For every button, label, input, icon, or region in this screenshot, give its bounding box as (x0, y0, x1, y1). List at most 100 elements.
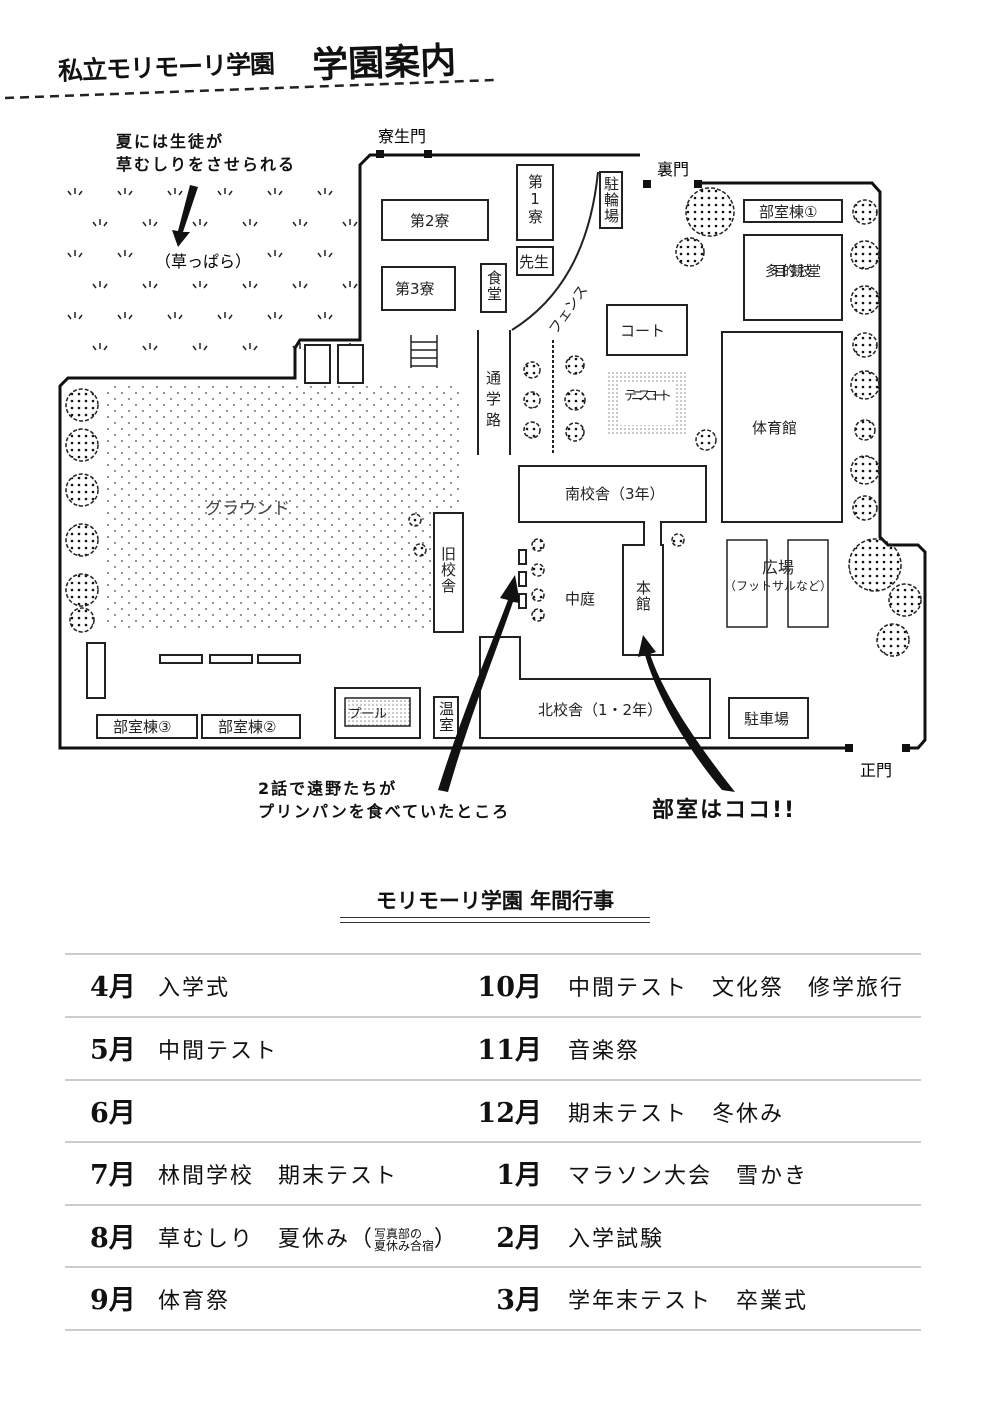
tree-icon (671, 533, 685, 547)
grass-mark (317, 312, 333, 320)
grass-mark (242, 343, 258, 351)
arrow-to-grass (172, 185, 198, 247)
tree-icon (408, 513, 422, 527)
month-label: 6月 (90, 1098, 136, 1129)
grass-mark (317, 188, 333, 196)
plaza-court-2 (787, 539, 829, 628)
tree-icon (848, 538, 902, 592)
month-label: 4月 (90, 972, 136, 1003)
back-gate-label: 裏門 (657, 160, 689, 179)
tree-icon (850, 240, 880, 270)
grass-mark (192, 343, 208, 351)
court-label: コート (620, 322, 665, 340)
main-gate-label: 正門 (860, 761, 892, 780)
tree-icon (850, 370, 880, 400)
grass-mark (117, 250, 133, 258)
event-text: 草むしり 夏休み（ (158, 1227, 375, 1252)
tree-icon (675, 237, 705, 267)
cafeteria (480, 263, 507, 313)
gym (721, 331, 843, 523)
grass-mark (142, 281, 158, 289)
club-bldg-3-label: 部室棟③ (113, 718, 171, 736)
dorm3 (381, 266, 456, 311)
grass-mark (242, 219, 258, 227)
club-bldg-1 (743, 199, 843, 223)
club-bldg-2-label: 部室棟② (218, 718, 276, 736)
month-events: 体育祭 (158, 1289, 231, 1314)
tree-icon (65, 473, 99, 507)
court (606, 304, 688, 356)
month-label: 3月 (496, 1285, 542, 1316)
grass-mark (317, 250, 333, 258)
tree-icon (852, 495, 878, 521)
month-label: 12月 (477, 1098, 542, 1129)
schedule-title: モリモーリ学園 年間行事 (375, 888, 615, 913)
episode-note-2: プリンパンを食べていたところ (258, 802, 510, 821)
grass-mark (92, 281, 108, 289)
weeding-note-1: 夏には生徒が (115, 132, 224, 151)
month-events: 入学式 (158, 976, 231, 1001)
teachers-label: 先生 (519, 253, 549, 271)
row-divider (65, 1266, 921, 1268)
event-text: ） (434, 1227, 459, 1252)
gym-label: 体育館 (752, 419, 797, 437)
month-label: 2月 (496, 1223, 542, 1254)
fence-line (511, 171, 599, 331)
grass-mark (292, 219, 308, 227)
tree-icon (69, 607, 95, 633)
arrow-to-clubroom (638, 635, 735, 792)
tennis-court-label: テニスコート (624, 389, 672, 404)
month-label: 8月 (90, 1223, 136, 1254)
dorm1 (516, 164, 554, 241)
grass-mark (117, 188, 133, 196)
month-events: 中間テスト (158, 1039, 279, 1064)
club-bldg-3 (96, 714, 198, 739)
grass-mark (217, 312, 233, 320)
tree-icon (564, 389, 586, 411)
grass-mark (267, 312, 283, 320)
club-room-note: 部室はココ!! (652, 797, 796, 823)
dorm2 (381, 199, 489, 241)
event-aside: 写真部の夏休み合宿 (374, 1228, 434, 1252)
ground-area (105, 385, 460, 630)
dorm2-label: 第2寮 (410, 212, 450, 230)
row-divider (65, 1079, 921, 1081)
grass-mark (192, 281, 208, 289)
campus-wall (58, 153, 927, 750)
month-label: 5月 (90, 1035, 136, 1066)
tree-icon (65, 388, 99, 422)
tree-icon (565, 355, 585, 375)
episode-note-1: 2話で遠野たちが (258, 779, 397, 798)
courtyard-label: 中庭 (565, 590, 595, 608)
dorm1-label: 第1寮 (526, 174, 544, 225)
weeding-note-2: 草むしりをさせられる (116, 155, 296, 174)
grass-mark (142, 343, 158, 351)
plaza-court-1 (726, 539, 768, 628)
greenhouse (433, 696, 459, 739)
month-events: 中間テスト 文化祭 修学旅行 (568, 976, 905, 1001)
grass-mark (342, 281, 358, 289)
aside-line: 夏休み合宿 (374, 1239, 435, 1253)
month-events: 学年末テスト 卒業式 (568, 1289, 809, 1314)
multipurpose-label: 多目的競技堂 (765, 263, 821, 280)
parking-label: 駐車場 (744, 710, 789, 728)
row-divider (65, 1141, 921, 1143)
month-events: 草むしり 夏休み（写真部の夏休み合宿） (158, 1221, 458, 1253)
north-building (479, 636, 711, 739)
tree-icon (852, 199, 878, 225)
tree-icon (531, 588, 545, 602)
tree-icon (685, 187, 735, 237)
old-building (433, 512, 464, 633)
parking (728, 697, 809, 739)
grass-field-label: （草っぱら） (155, 252, 251, 271)
bike-parking (599, 171, 623, 229)
grass-mark (192, 219, 208, 227)
month-label: 11月 (477, 1035, 542, 1066)
dorm-gate-label: 寮生門 (378, 127, 426, 146)
grass-mark (67, 250, 83, 258)
arrow-to-courtyard (438, 575, 520, 792)
cafeteria-label: 食堂 (485, 270, 503, 302)
tree-icon (876, 623, 910, 657)
grass-mark (67, 188, 83, 196)
south-building-label: 南校舎（3年） (565, 485, 665, 503)
